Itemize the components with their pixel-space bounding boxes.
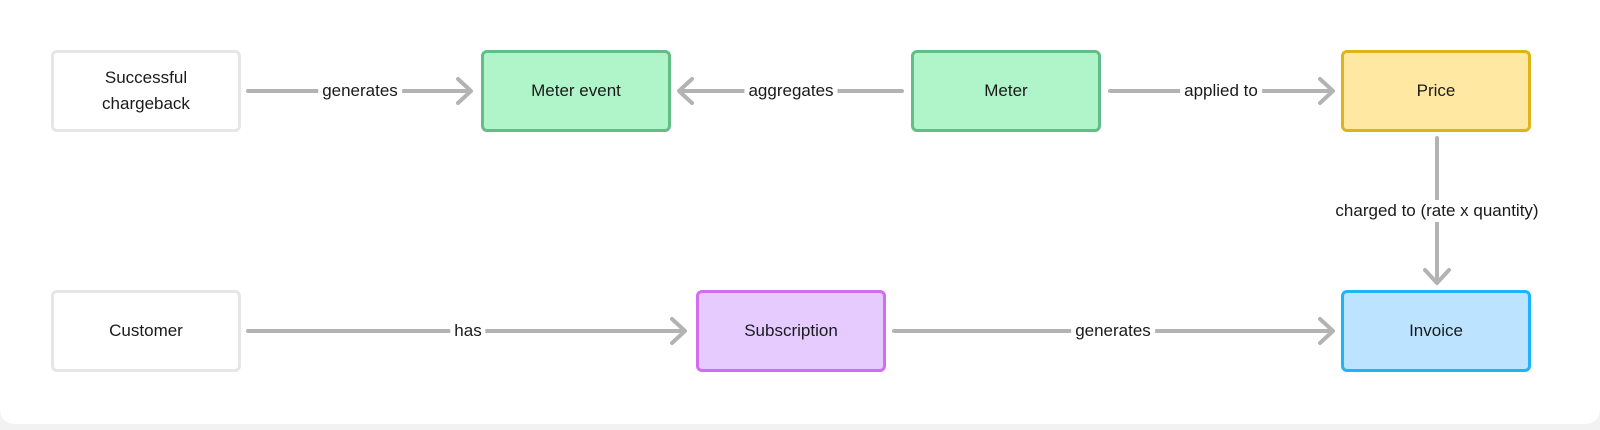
arrowhead-invoice-left — [1318, 317, 1335, 345]
node-label: Price — [1416, 81, 1456, 100]
node-invoice: Invoice — [1341, 290, 1531, 372]
node-label: Meter event — [531, 81, 621, 100]
arrowhead-invoice-top — [1423, 268, 1451, 285]
arrowhead-subscription-left — [670, 317, 687, 345]
node-label: Successful chargeback — [102, 68, 190, 113]
edge-label-aggregates: aggregates — [744, 80, 838, 102]
node-label: Meter — [984, 81, 1028, 100]
arrowhead-price-left — [1318, 77, 1335, 105]
node-label: Customer — [109, 321, 183, 340]
edge-label-generates: generates — [318, 80, 402, 102]
edge-label-has: has — [450, 320, 486, 342]
edge-label-charged-to: charged to (rate x quantity) — [1331, 200, 1543, 222]
node-meter-event: Meter event — [481, 50, 671, 132]
arrowhead-meter-event-left — [456, 77, 473, 105]
node-price: Price — [1341, 50, 1531, 132]
node-label: Invoice — [1409, 321, 1463, 340]
node-customer: Customer — [51, 290, 241, 372]
node-label: Subscription — [744, 321, 838, 340]
edge-label-applied-to: applied to — [1180, 80, 1262, 102]
node-subscription: Subscription — [696, 290, 886, 372]
node-successful-chargeback: Successful chargeback — [51, 50, 241, 132]
node-meter: Meter — [911, 50, 1101, 132]
arrowhead-meter-event-right — [677, 77, 694, 105]
edge-label-generates-invoice: generates — [1071, 320, 1155, 342]
